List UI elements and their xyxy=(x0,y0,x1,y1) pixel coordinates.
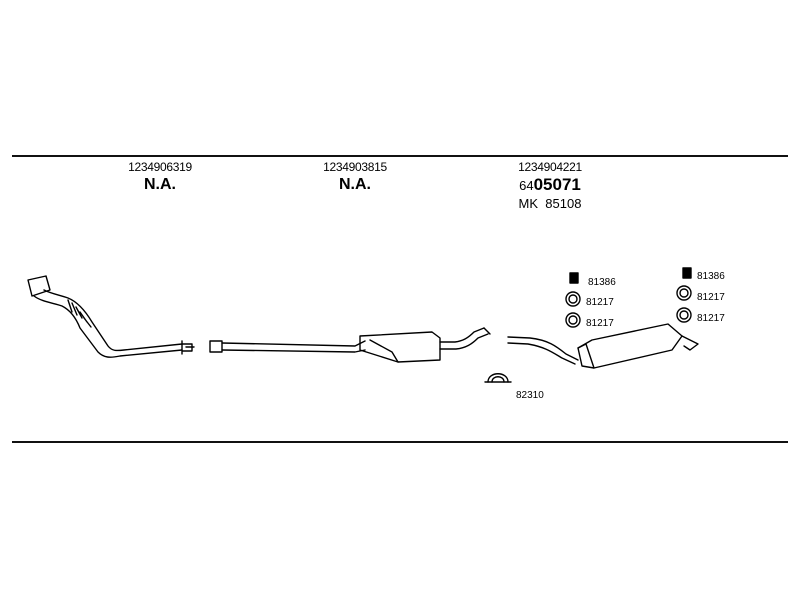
mk-label: MK xyxy=(518,196,539,211)
middle-silencer-drawing xyxy=(209,327,491,363)
reference-prefix: 64 xyxy=(519,178,534,193)
label-rubber-mount-left: 81386 xyxy=(588,277,616,288)
part-number: 1234903815 xyxy=(323,160,387,174)
availability-status: N.A. xyxy=(144,176,176,193)
rubber-mount-right-icon xyxy=(682,267,692,279)
group-front-pipe: 1234906319 N.A. xyxy=(100,160,220,194)
ring-right-2-icon xyxy=(676,307,692,323)
mk-number: 85108 xyxy=(545,196,582,211)
rear-silencer-drawing xyxy=(507,323,699,369)
group-rear-silencer: 1234904221 6405071 MK 85108 xyxy=(490,160,610,211)
rubber-mount-left-icon xyxy=(569,272,579,284)
label-ring-left-1: 81217 xyxy=(586,297,614,308)
group-middle-silencer: 1234903815 N.A. xyxy=(295,160,415,194)
mk-reference: MK 85108 xyxy=(490,196,610,211)
label-ring-left-2: 81217 xyxy=(586,318,614,329)
label-clamp: 82310 xyxy=(516,390,544,401)
ring-left-2-icon xyxy=(565,312,581,328)
availability-status: N.A. xyxy=(339,176,371,193)
clamp-drawing xyxy=(484,373,512,383)
bottom-rule xyxy=(12,441,788,443)
label-ring-right-1: 81217 xyxy=(697,292,725,303)
ring-left-1-icon xyxy=(565,291,581,307)
reference-main: 05071 xyxy=(533,175,581,194)
label-ring-right-2: 81217 xyxy=(697,313,725,324)
part-number: 1234904221 xyxy=(518,160,582,174)
reference-number: 6405071 xyxy=(490,175,610,195)
part-number: 1234906319 xyxy=(128,160,192,174)
ring-right-1-icon xyxy=(676,285,692,301)
top-rule xyxy=(12,155,788,157)
label-rubber-mount-right: 81386 xyxy=(697,271,725,282)
front-pipe-drawing xyxy=(27,275,195,358)
